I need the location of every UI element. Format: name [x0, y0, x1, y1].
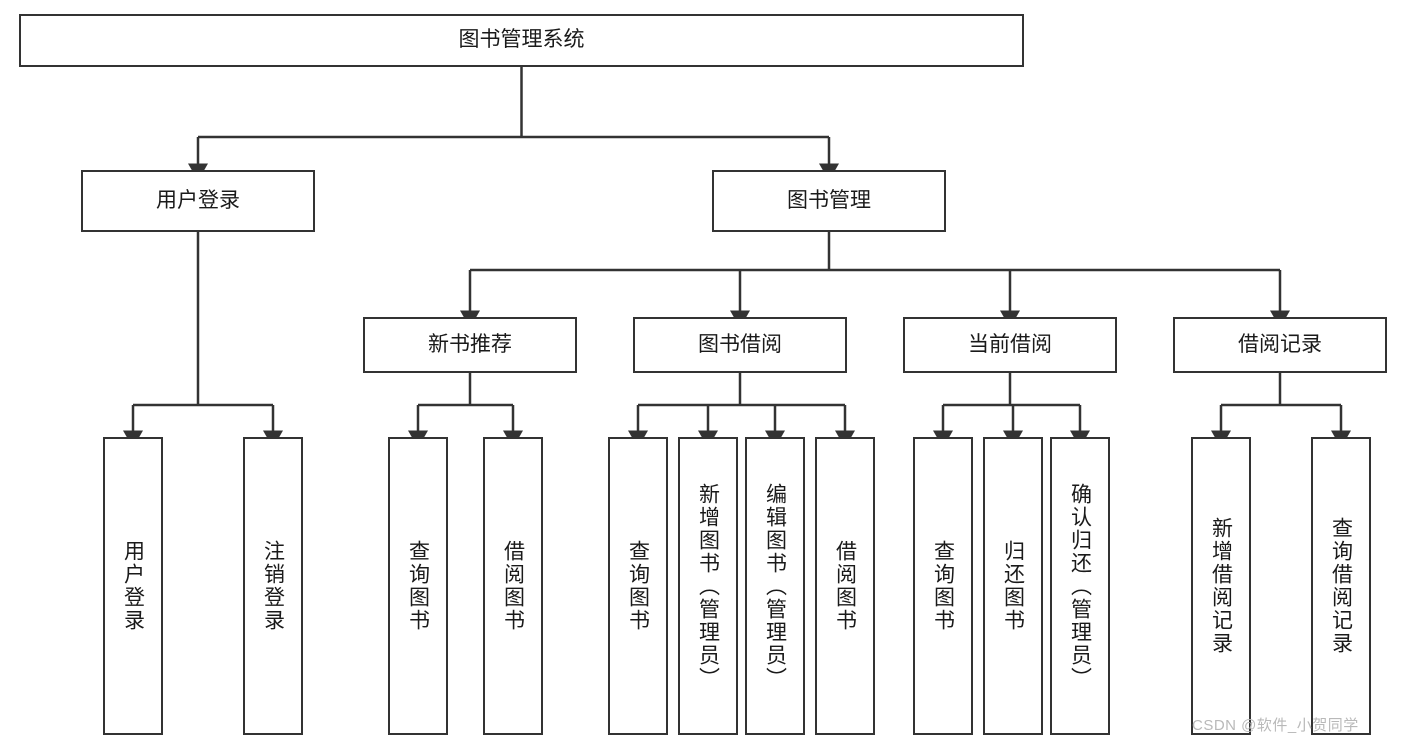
node-label: 查询借阅记录	[1329, 517, 1353, 655]
node-label: 借阅图书	[833, 540, 857, 632]
node-leaf-query-book-2: 查询图书	[608, 437, 668, 735]
node-label: 图书管理	[787, 188, 871, 212]
node-label: 新书推荐	[428, 332, 512, 356]
node-leaf-query-book-3: 查询图书	[913, 437, 973, 735]
node-leaf-return-book: 归还图书	[983, 437, 1043, 735]
node-book-manage: 图书管理	[712, 170, 946, 232]
node-label: 图书管理系统	[458, 28, 585, 52]
node-label: 借阅记录	[1238, 332, 1322, 356]
node-label: 用户登录	[156, 188, 240, 212]
node-root: 图书管理系统	[19, 14, 1024, 67]
node-label: 注销登录	[261, 540, 285, 632]
node-current-borrow: 当前借阅	[903, 317, 1117, 373]
node-user-login: 用户登录	[81, 170, 315, 232]
node-borrow-record: 借阅记录	[1173, 317, 1387, 373]
node-leaf-confirm-ret: 确认归还（管理员）	[1050, 437, 1110, 735]
node-label: 新增图书（管理员）	[696, 482, 720, 690]
node-new-book-rec: 新书推荐	[363, 317, 577, 373]
node-label: 图书借阅	[698, 332, 782, 356]
node-label: 查询图书	[931, 540, 955, 632]
node-label: 确认归还（管理员）	[1068, 482, 1092, 690]
node-leaf-user-login: 用户登录	[103, 437, 163, 735]
watermark: CSDN @软件_小贺同学	[1192, 717, 1359, 734]
node-leaf-query-record: 查询借阅记录	[1311, 437, 1371, 735]
node-label: 当前借阅	[968, 332, 1052, 356]
node-label: 查询图书	[626, 540, 650, 632]
node-leaf-logout: 注销登录	[243, 437, 303, 735]
node-label: 归还图书	[1001, 540, 1025, 632]
node-label: 查询图书	[406, 540, 430, 632]
node-leaf-add-record: 新增借阅记录	[1191, 437, 1251, 735]
node-leaf-borrow-book-1: 借阅图书	[483, 437, 543, 735]
node-leaf-borrow-book-2: 借阅图书	[815, 437, 875, 735]
node-label: 用户登录	[121, 540, 145, 632]
node-label: 借阅图书	[501, 540, 525, 632]
node-book-borrow: 图书借阅	[633, 317, 847, 373]
node-leaf-add-book: 新增图书（管理员）	[678, 437, 738, 735]
node-leaf-edit-book: 编辑图书（管理员）	[745, 437, 805, 735]
node-leaf-query-book-1: 查询图书	[388, 437, 448, 735]
node-label: 编辑图书（管理员）	[763, 482, 787, 690]
node-label: 新增借阅记录	[1209, 517, 1233, 655]
